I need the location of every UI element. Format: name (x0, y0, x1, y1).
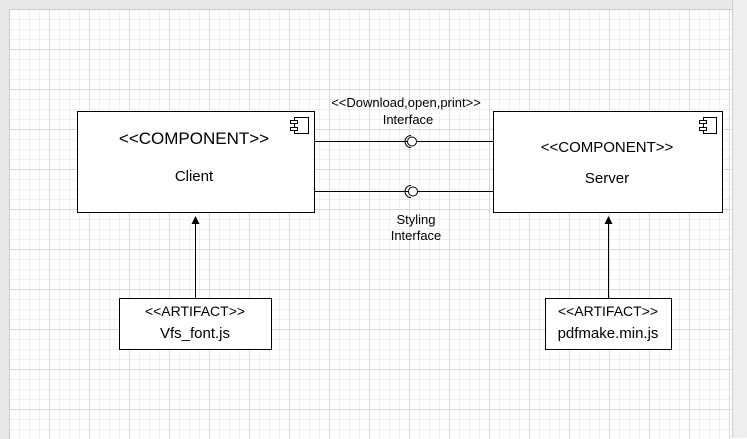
server-name: Server (585, 170, 629, 187)
component-icon (699, 117, 717, 134)
styling-interface[interactable]: Styling Interface (315, 185, 493, 244)
client-name: Client (175, 168, 214, 185)
artifact-left-name: Vfs_font.js (160, 325, 230, 342)
server-stereotype: <<COMPONENT>> (541, 139, 674, 156)
artifact-left-box[interactable] (119, 298, 272, 350)
artifact-right-name: pdfmake.min.js (558, 325, 659, 342)
pdfmake-artifact[interactable]: <<ARTIFACT>> pdfmake.min.js (545, 298, 672, 350)
client-component-box[interactable] (77, 111, 315, 213)
interface-top-label-line2: Interface (383, 112, 434, 127)
client-component[interactable]: <<COMPONENT>> Client (77, 111, 315, 213)
artifact-right-stereotype: <<ARTIFACT>> (558, 303, 658, 319)
interface-bottom-label-line2: Interface (391, 228, 442, 243)
canvas-scroll-edge (732, 0, 747, 438)
component-icon (290, 117, 309, 134)
client-stereotype: <<COMPONENT>> (119, 129, 269, 148)
artifact-left-stereotype: <<ARTIFACT>> (145, 303, 245, 319)
vfs-font-artifact[interactable]: <<ARTIFACT>> Vfs_font.js (119, 298, 272, 350)
server-component-box[interactable] (493, 111, 723, 213)
download-open-print-interface[interactable]: <<Download,open,print>> Interface (315, 95, 493, 148)
diagram-canvas[interactable] (9, 9, 747, 439)
artifact-right-box[interactable] (545, 298, 672, 350)
interface-top-label-line1: <<Download,open,print>> (331, 95, 481, 110)
interface-bottom-label-line1: Styling (396, 212, 435, 227)
interface-lollipop-icon (404, 185, 418, 198)
server-component[interactable]: <<COMPONENT>> Server (493, 111, 723, 213)
interface-lollipop-icon (404, 135, 417, 148)
